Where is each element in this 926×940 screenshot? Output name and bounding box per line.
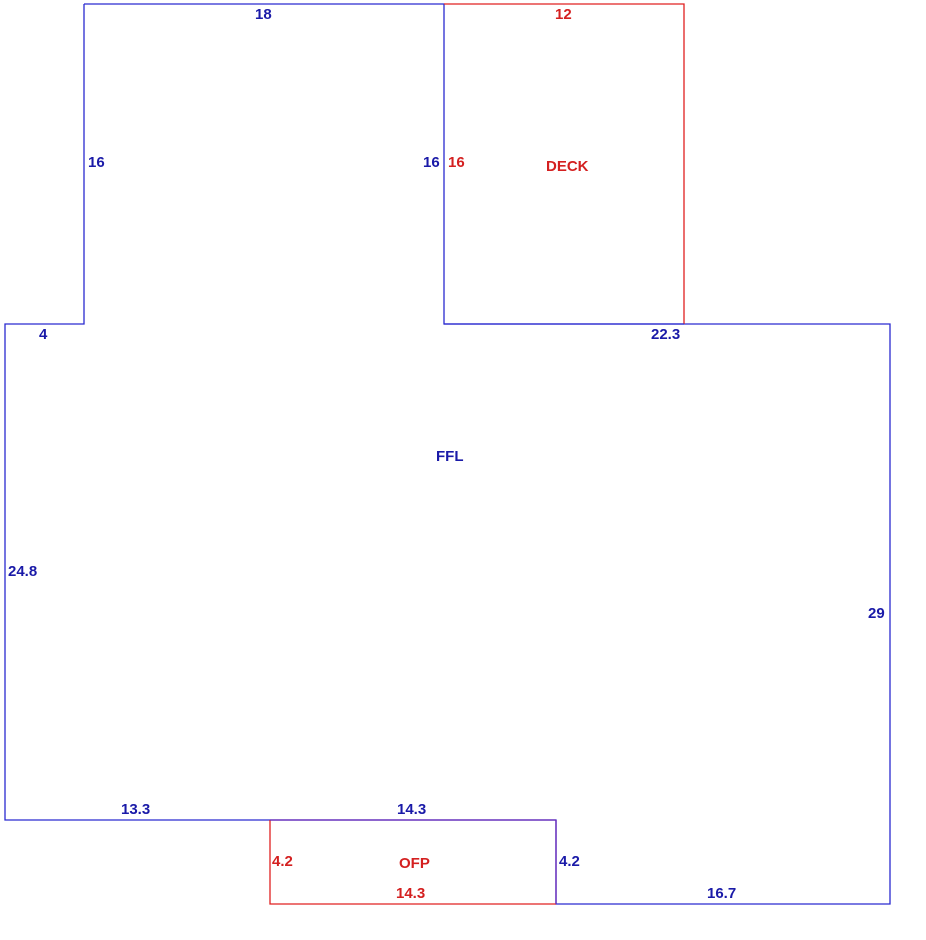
porch-area-label: OFP: [399, 855, 430, 872]
dim-left-upper: 16: [88, 154, 105, 171]
dim-porch-right: 4.2: [559, 853, 580, 870]
main-area-label: FFL: [436, 448, 464, 465]
dim-deck-left: 16: [448, 154, 465, 171]
dim-bottom-right: 16.7: [707, 885, 736, 902]
dim-right: 29: [868, 605, 885, 622]
dim-porch-bottom: 14.3: [396, 885, 425, 902]
dim-bottom-left: 13.3: [121, 801, 150, 818]
dim-deck-bottom-right: 22.3: [651, 326, 680, 343]
dim-porch-left: 4.2: [272, 853, 293, 870]
dim-step-left: 4: [39, 326, 48, 343]
dim-top-left: 18: [255, 6, 272, 23]
dim-center-upper: 16: [423, 154, 440, 171]
deck-area-label: DECK: [546, 158, 589, 175]
deck-outline: [444, 3, 685, 324]
dim-left-lower: 24.8: [8, 563, 37, 580]
dim-deck-top: 12: [555, 6, 572, 23]
porch-outline: [269, 820, 556, 905]
dim-bottom-mid: 14.3: [397, 801, 426, 818]
